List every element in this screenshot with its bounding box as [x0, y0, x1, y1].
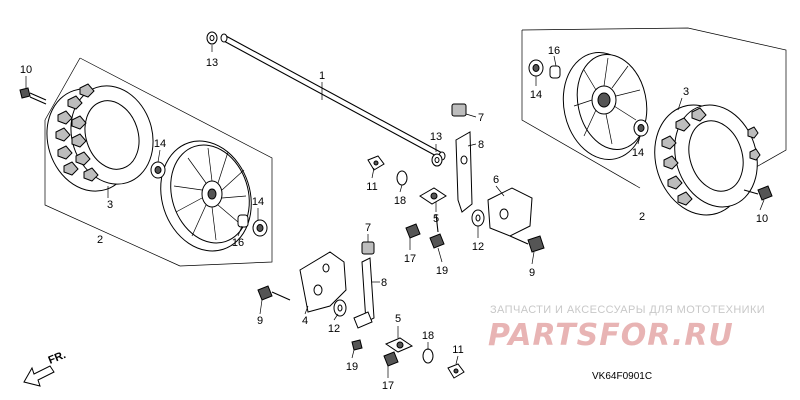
nut-19-lower [351, 339, 363, 351]
bolt-9-right [509, 235, 545, 253]
washer-12-mid [471, 209, 485, 227]
washer-13-mid [431, 153, 443, 167]
callout-11-lower: 11 [452, 344, 463, 356]
callout-13-top: 13 [206, 57, 218, 69]
callout-14-right-a: 14 [530, 89, 542, 101]
callout-14-left-b: 14 [252, 196, 264, 208]
bracket-4 [299, 251, 347, 313]
pivot-5-lower [384, 337, 414, 353]
pivot-5-mid [419, 187, 447, 205]
callout-12-mid: 12 [472, 241, 484, 253]
nut-17-mid [405, 223, 421, 239]
callout-13-mid: 13 [430, 131, 442, 143]
front-direction-arrow: FR. [23, 349, 68, 387]
bearing-14-left-outer [150, 161, 166, 179]
callout-16-left: 16 [232, 237, 244, 249]
callout-8-upper: 8 [478, 139, 484, 151]
callout-2-left: 2 [97, 234, 103, 246]
nut-11-lower [447, 363, 465, 379]
bearing-14-right-outer [528, 59, 544, 77]
leader-lines [25, 45, 765, 378]
lever-8-lower [353, 257, 375, 329]
callout-7-lower: 7 [365, 222, 371, 234]
callout-6: 6 [493, 174, 499, 186]
callout-10-right: 10 [756, 213, 768, 225]
callout-7-upper: 7 [478, 112, 484, 124]
callout-labels: 10 13 1 14 3 2 14 16 4 9 12 8 7 5 18 11 … [20, 45, 768, 392]
callout-19-lower: 19 [346, 361, 358, 373]
callout-4: 4 [302, 315, 308, 327]
bearing-14-right-inner [633, 119, 649, 137]
callout-2-right: 2 [639, 211, 645, 223]
callout-17-lower: 17 [382, 380, 394, 392]
washer-18-lower [422, 348, 434, 364]
left-assembly-frame [44, 57, 273, 267]
callout-18-lower: 18 [422, 330, 434, 342]
washer-13-top [206, 31, 218, 45]
bolt-10-left [19, 87, 47, 105]
callout-18-mid: 18 [394, 195, 406, 207]
callout-3-right: 3 [683, 86, 689, 98]
watermark-logo: PARTSFOR.RU [488, 318, 734, 353]
right-tire [654, 104, 761, 216]
washer-18-mid [396, 170, 408, 186]
callout-8-lower: 8 [381, 277, 387, 289]
bolt-9-left [257, 285, 291, 301]
callout-9-right: 9 [529, 267, 535, 279]
callout-10-left: 10 [20, 64, 32, 76]
right-wheel [562, 52, 648, 160]
left-wheel [160, 140, 252, 252]
callout-5-lower: 5 [395, 313, 401, 325]
diagram-code: VK64F0901C [592, 371, 653, 382]
callout-14-right-b: 14 [632, 147, 644, 159]
callout-5-mid: 5 [433, 213, 439, 225]
callout-12-lower: 12 [328, 323, 340, 335]
collar-16-right [549, 65, 561, 79]
callout-11-mid: 11 [366, 181, 377, 193]
callout-14-left-a: 14 [154, 138, 166, 150]
callout-3-left: 3 [107, 199, 113, 211]
callout-17-mid: 17 [404, 253, 416, 265]
callout-9-left: 9 [257, 315, 263, 327]
callout-1: 1 [319, 70, 325, 82]
watermark-caption: ЗАПЧАСТИ И АКСЕССУАРЫ ДЛЯ МОТОТЕХНИКИ [490, 304, 766, 316]
front-direction-label: FR. [47, 349, 68, 367]
bracket-6 [487, 187, 533, 237]
bolt-10-right [743, 185, 773, 201]
left-tire [46, 83, 154, 192]
nut-11-mid [367, 155, 385, 171]
cap-7-lower [361, 241, 375, 255]
lever-8-upper [455, 131, 473, 213]
bearing-14-left-inner [252, 219, 268, 237]
bolt-19-mid [429, 213, 445, 249]
axle-shaft [220, 33, 446, 161]
collar-16-left [237, 214, 249, 228]
cap-7-upper [451, 103, 467, 117]
callout-19-mid: 19 [436, 265, 448, 277]
washer-12-lower [333, 299, 347, 317]
nut-17-lower [383, 351, 399, 367]
callout-16-right: 16 [548, 45, 560, 57]
